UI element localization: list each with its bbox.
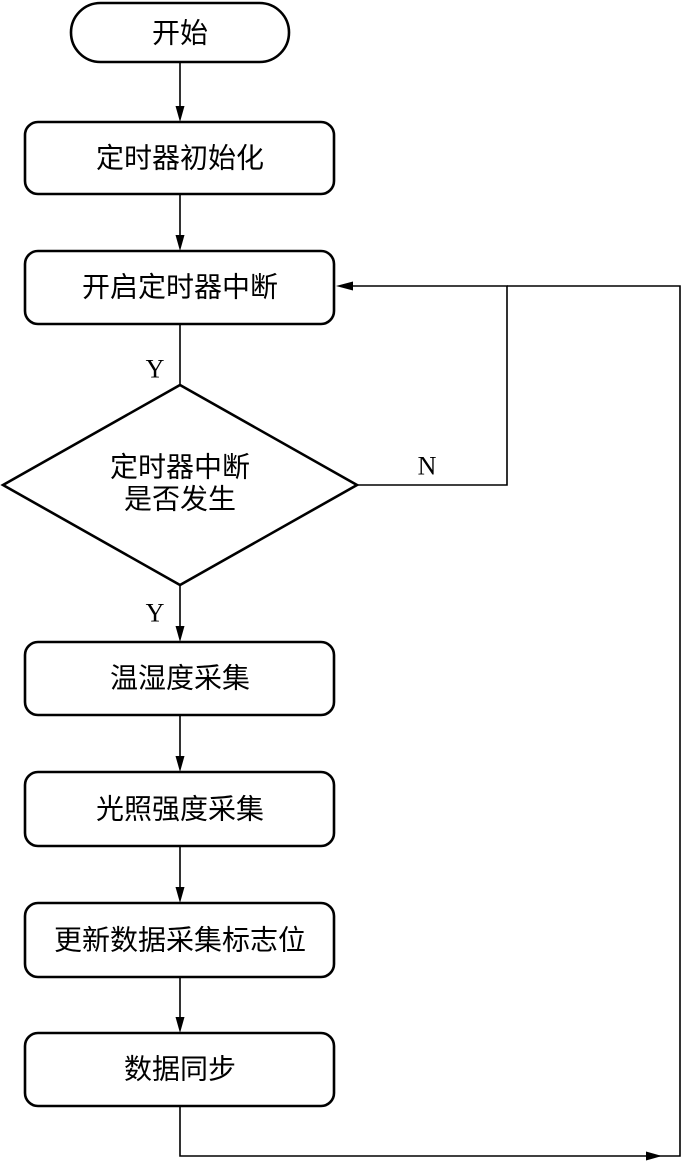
edge-no-loop [344,285,508,486]
node-temp-humidity: 温湿度采集 [23,640,336,717]
edge-label-no: N [418,452,437,481]
node-data-sync: 数据同步 [23,1031,336,1108]
decision-label-line1: 定时器中断 [110,451,250,484]
timer-init-label: 定时器初始化 [96,142,264,175]
temp-humidity-label: 温湿度采集 [110,662,250,695]
arrow-head [175,887,185,903]
data-sync-box [23,1031,336,1108]
arrow-head [175,626,185,642]
light-intensity-label: 光照强度采集 [96,793,264,826]
node-start: 开始 [69,1,291,64]
arrow-head [175,106,185,122]
edge-label-y-top: Y [146,355,165,384]
arrow-head [175,1017,185,1033]
edge-label-yes: Y [146,599,165,628]
arrow-head [175,756,185,772]
start-label: 开始 [152,17,208,50]
connectors [175,62,681,1161]
edge-sync-loop-back [179,285,681,1157]
node-update-flag: 更新数据采集标志位 [23,901,336,979]
enable-interrupt-label: 开启定时器中断 [82,271,278,304]
update-flag-box [23,901,336,979]
decision-label-line2: 是否发生 [124,483,236,516]
arrow-head [336,281,353,291]
arrow-head [646,1151,662,1161]
enable-interrupt-box [23,249,336,326]
start-terminal-shape [69,1,291,64]
temp-humidity-box [23,640,336,717]
timer-init-box [23,120,336,196]
update-flag-label: 更新数据采集标志位 [54,924,306,957]
node-enable-interrupt: 开启定时器中断 [23,249,336,326]
node-light-intensity: 光照强度采集 [23,770,336,848]
data-sync-label: 数据同步 [124,1053,236,1086]
arrow-head [175,235,185,251]
decision-diamond [0,383,360,587]
node-timer-init: 定时器初始化 [23,120,336,196]
light-intensity-box [23,770,336,848]
node-decision: 定时器中断 是否发生 [0,383,360,587]
